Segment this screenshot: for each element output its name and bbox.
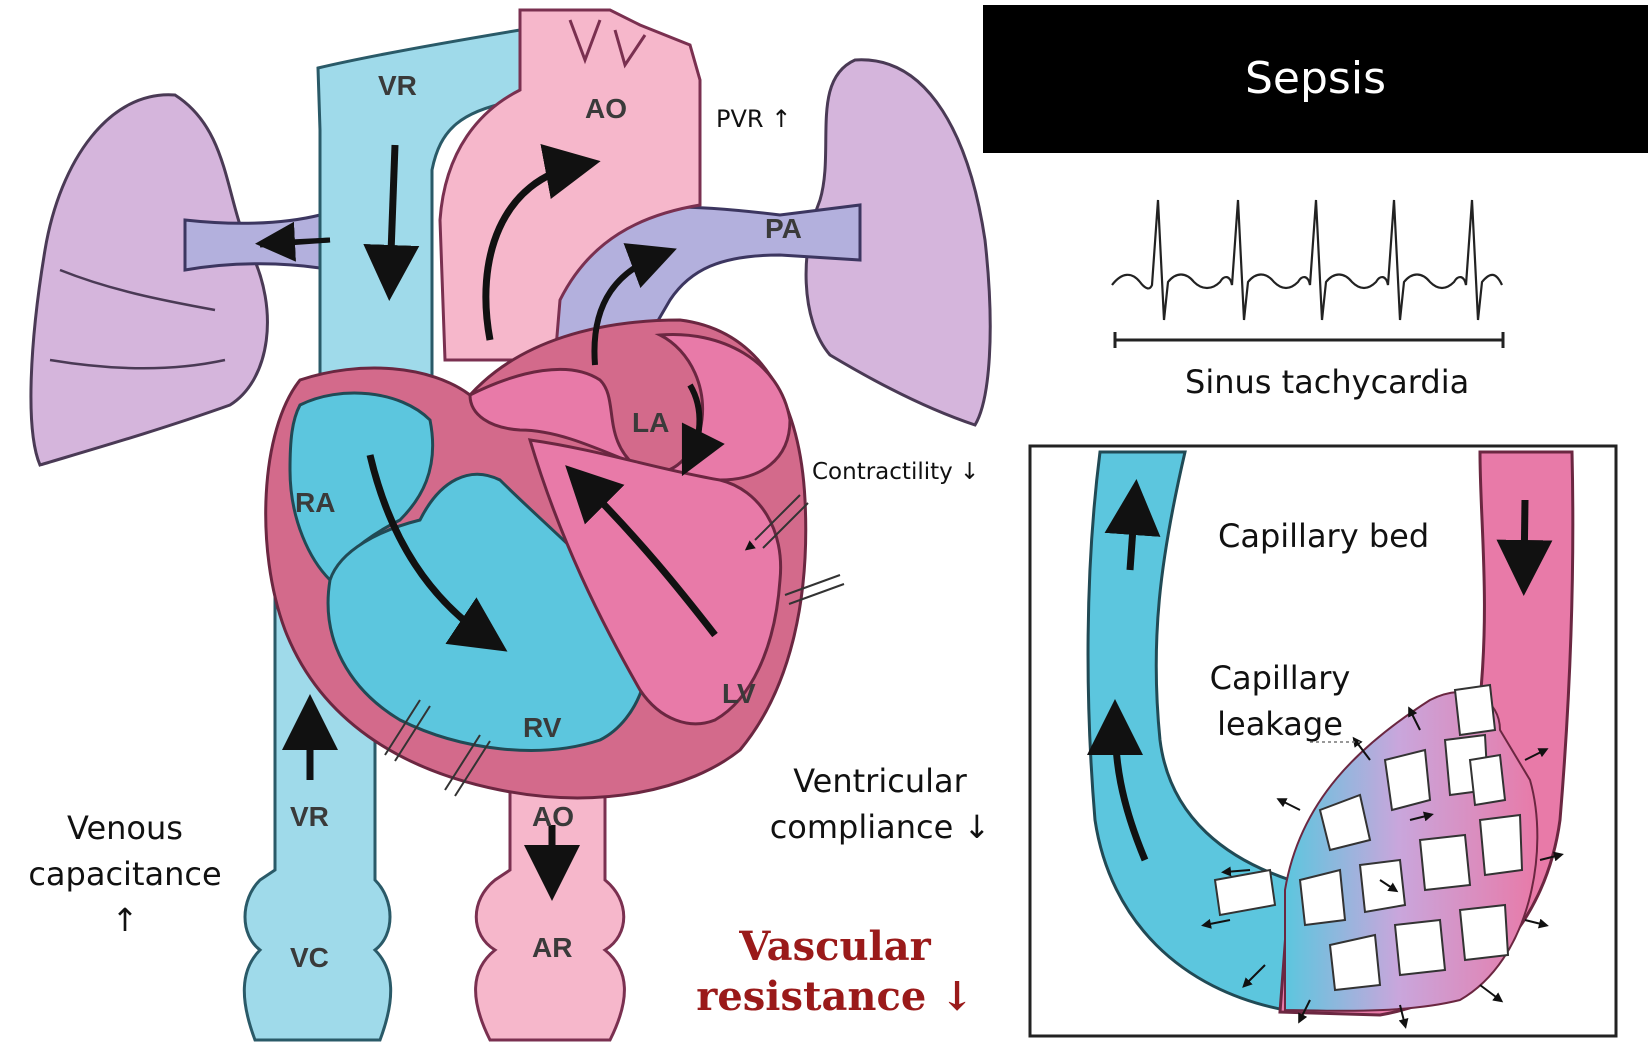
capillary-leakage-line1: Capillary <box>1200 655 1360 701</box>
ventricular-compliance-label: Ventricular compliance ↓ <box>760 758 1000 850</box>
heart-label-lv: LV <box>722 678 756 709</box>
vascular-line1: Vascular <box>690 922 980 972</box>
heart-label-ar: AR <box>532 932 572 963</box>
vascular-resistance-label: Vascular resistance ↓ <box>690 922 980 1022</box>
capillary-leakage-label: Capillary leakage <box>1200 655 1360 747</box>
heart-label-la: LA <box>632 407 669 438</box>
ventricular-line1: Ventricular <box>760 758 1000 804</box>
heart-label-ao-bottom: AO <box>532 801 574 832</box>
pvr-label: PVR ↑ <box>716 105 791 133</box>
ecg-caption: Sinus tachycardia <box>1185 363 1469 401</box>
heart-label-ra: RA <box>295 487 335 518</box>
page-title: Sepsis <box>983 5 1648 153</box>
heart-label-vc: VC <box>290 942 329 973</box>
ecg-trace <box>1112 200 1503 348</box>
heart-label-vr-bottom: VR <box>290 801 329 832</box>
contractility-label: Contractility ↓ <box>812 459 979 485</box>
heart-label-pa: PA <box>765 213 802 244</box>
venous-line2: capacitance ↑ <box>10 851 240 943</box>
title-bar: Sepsis <box>983 5 1648 153</box>
heart-label-rv: RV <box>523 712 562 743</box>
venous-line1: Venous <box>10 805 240 851</box>
ventricular-line2: compliance ↓ <box>760 804 1000 850</box>
vascular-line2: resistance ↓ <box>690 972 980 1022</box>
heart-label-vr-top: VR <box>378 70 417 101</box>
capillary-leakage-line2: leakage <box>1200 701 1360 747</box>
capillary-bed-label: Capillary bed <box>1218 517 1429 555</box>
venous-capacitance-label: Venous capacitance ↑ <box>10 805 240 943</box>
heart-label-ao-top: AO <box>585 93 627 124</box>
left-lung <box>31 95 268 465</box>
